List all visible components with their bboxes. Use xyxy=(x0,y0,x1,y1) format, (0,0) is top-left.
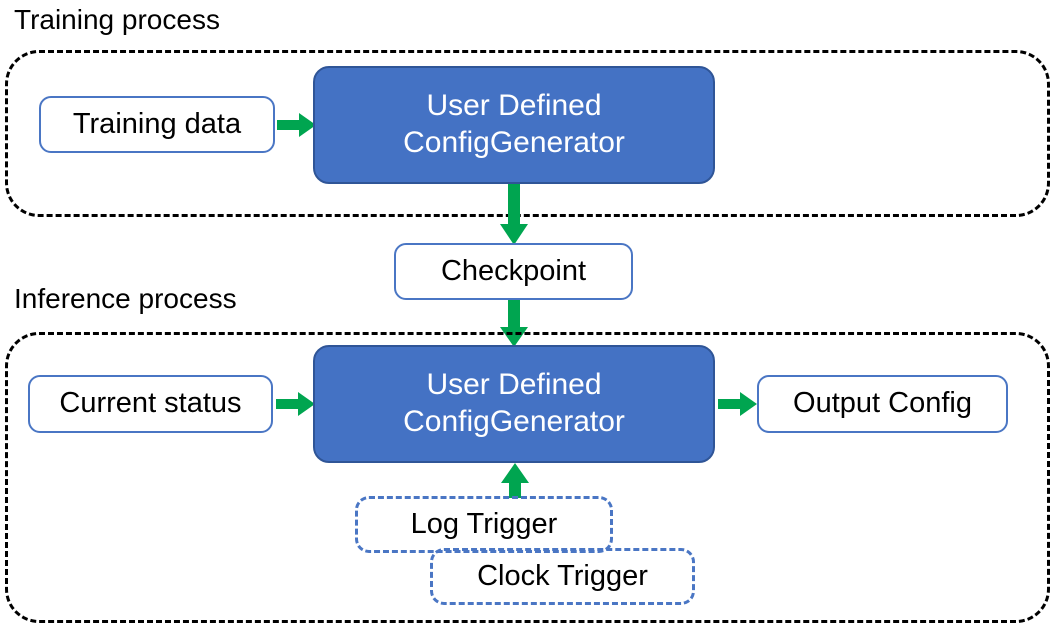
arrow-current-status-to-generator xyxy=(276,391,316,417)
node-clock-trigger[interactable]: Clock Trigger xyxy=(430,548,695,605)
node-training-config-generator-line1: User Defined xyxy=(426,89,602,123)
node-output-config[interactable]: Output Config xyxy=(757,375,1008,433)
node-log-trigger[interactable]: Log Trigger xyxy=(355,496,613,553)
arrow-training-data-to-generator xyxy=(277,112,317,138)
arrow-checkpoint-to-inference-generator xyxy=(499,300,529,348)
inference-process-container xyxy=(5,332,1050,623)
training-process-container xyxy=(5,50,1050,217)
node-current-status-label: Current status xyxy=(59,387,242,420)
arrow-generator-to-output-config xyxy=(718,391,758,417)
training-process-caption: Training process xyxy=(14,4,220,35)
arrow-triggers-to-generator xyxy=(500,463,530,499)
arrow-training-generator-to-checkpoint xyxy=(499,184,529,246)
node-training-data[interactable]: Training data xyxy=(39,96,275,153)
node-clock-trigger-label: Clock Trigger xyxy=(477,559,648,592)
node-checkpoint[interactable]: Checkpoint xyxy=(394,243,633,300)
node-inference-config-generator[interactable]: User Defined ConfigGenerator xyxy=(313,345,715,463)
inference-process-caption: Inference process xyxy=(14,283,237,314)
node-training-config-generator[interactable]: User Defined ConfigGenerator xyxy=(313,66,715,184)
node-inference-config-generator-line2: ConfigGenerator xyxy=(403,405,625,438)
node-log-trigger-label: Log Trigger xyxy=(410,507,558,540)
node-output-config-label: Output Config xyxy=(793,387,972,420)
node-current-status[interactable]: Current status xyxy=(28,375,273,433)
node-inference-config-generator-line1: User Defined xyxy=(426,368,602,402)
node-training-config-generator-line2: ConfigGenerator xyxy=(403,126,625,159)
node-training-data-label: Training data xyxy=(72,107,242,140)
node-checkpoint-label: Checkpoint xyxy=(440,254,587,287)
